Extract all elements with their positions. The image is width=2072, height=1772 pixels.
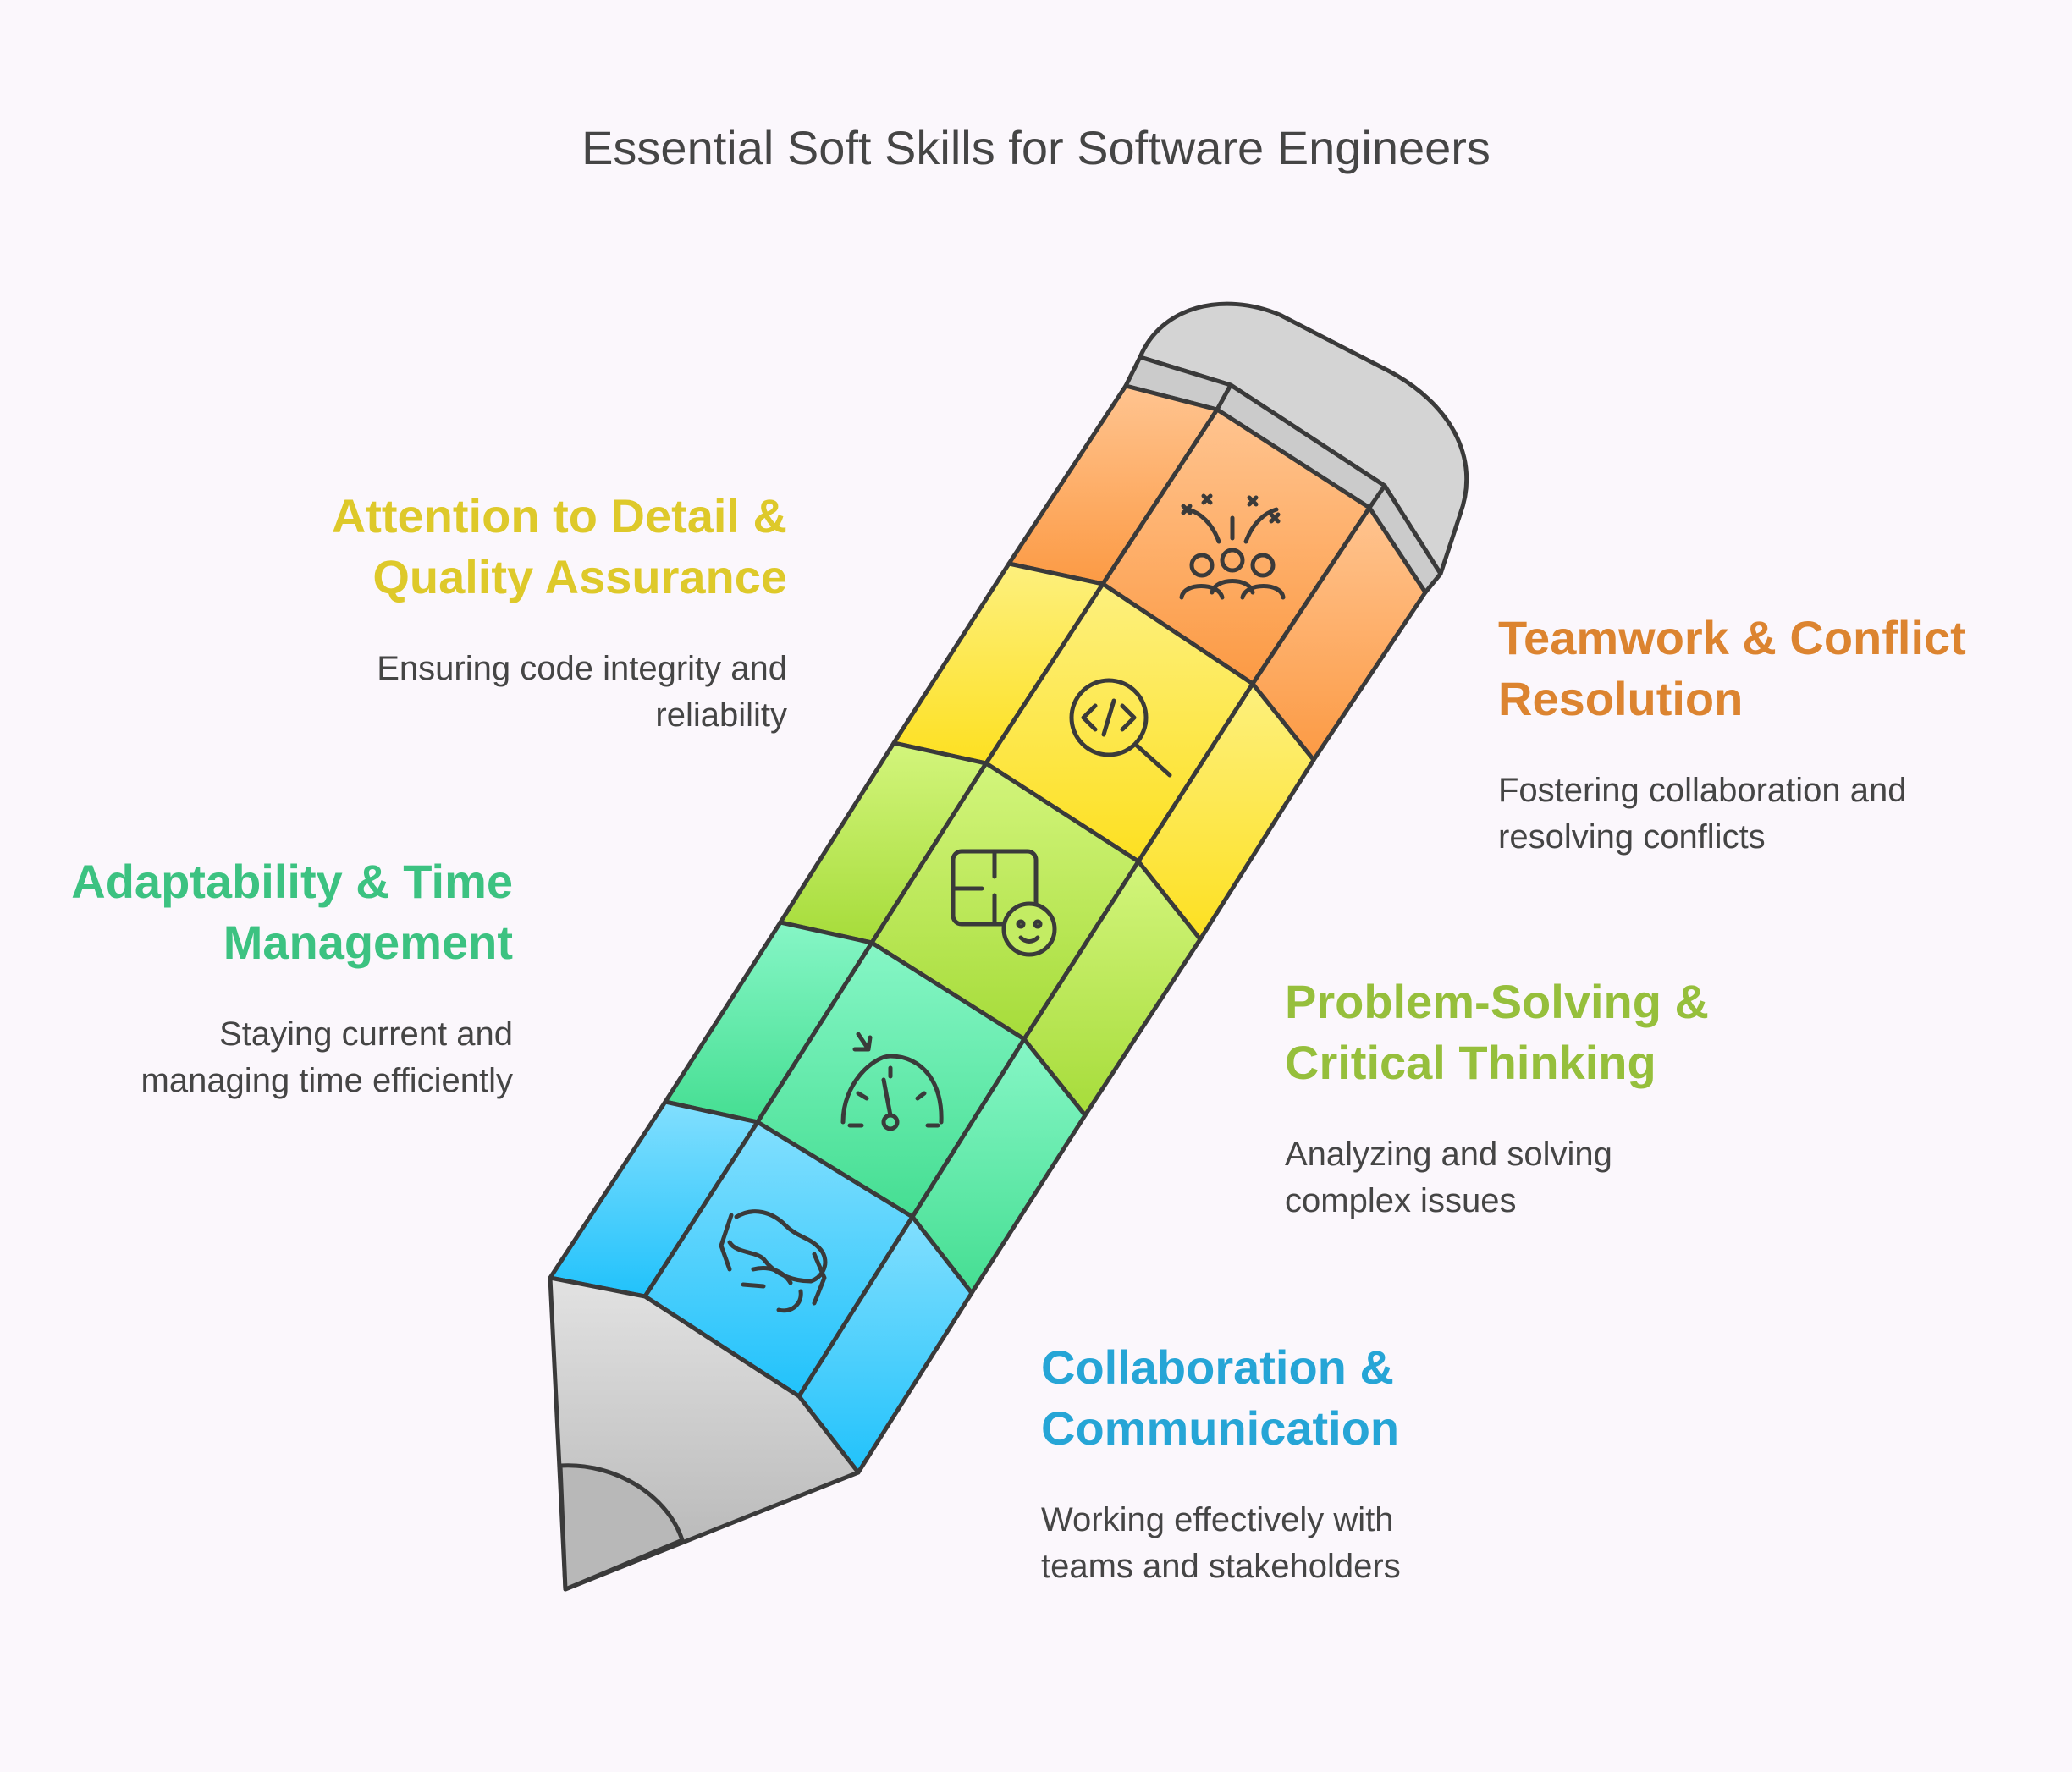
diagram-title: Essential Soft Skills for Software Engin… [581,121,1491,174]
pencil-eraser [1138,301,1469,576]
skill-adaptability: Adaptability & Time Management Staying c… [34,851,513,1104]
segment-teamwork [1006,383,1428,762]
skill-description: Staying current and managing time effici… [141,1015,514,1099]
skill-title: Teamwork & Conflict Resolution [1498,611,1966,725]
skill-title: Collaboration & Communication [1041,1340,1400,1455]
skill-problem-solving: Problem-Solving & Critical Thinking Anal… [1285,971,1810,1224]
skill-title: Attention to Detail & Quality Assurance [331,489,787,603]
pencil-lead [558,1463,685,1592]
skill-attention: Attention to Detail & Quality Assurance … [254,486,787,739]
speedometer-icon [840,1032,944,1131]
segment-problem-solving [778,740,1203,1118]
skill-collaboration: Collaboration & Communication Working ef… [1041,1337,1566,1590]
puzzle-thinking-icon [951,849,1057,957]
skill-description: Working effectively with teams and stake… [1041,1501,1401,1585]
team-celebration-icon [1179,493,1286,600]
skill-description: Analyzing and solving complex issues [1285,1136,1612,1219]
skill-title: Adaptability & Time Management [71,855,513,969]
skill-teamwork: Teamwork & Conflict Resolution Fostering… [1498,608,2023,861]
handshake-icon [719,1209,828,1313]
code-magnifier-icon [1069,678,1172,778]
skill-description: Ensuring code integrity and reliability [377,650,787,734]
skill-description: Fostering collaboration and resolving co… [1498,772,1907,856]
skill-title: Problem-Solving & Critical Thinking [1285,975,1709,1089]
